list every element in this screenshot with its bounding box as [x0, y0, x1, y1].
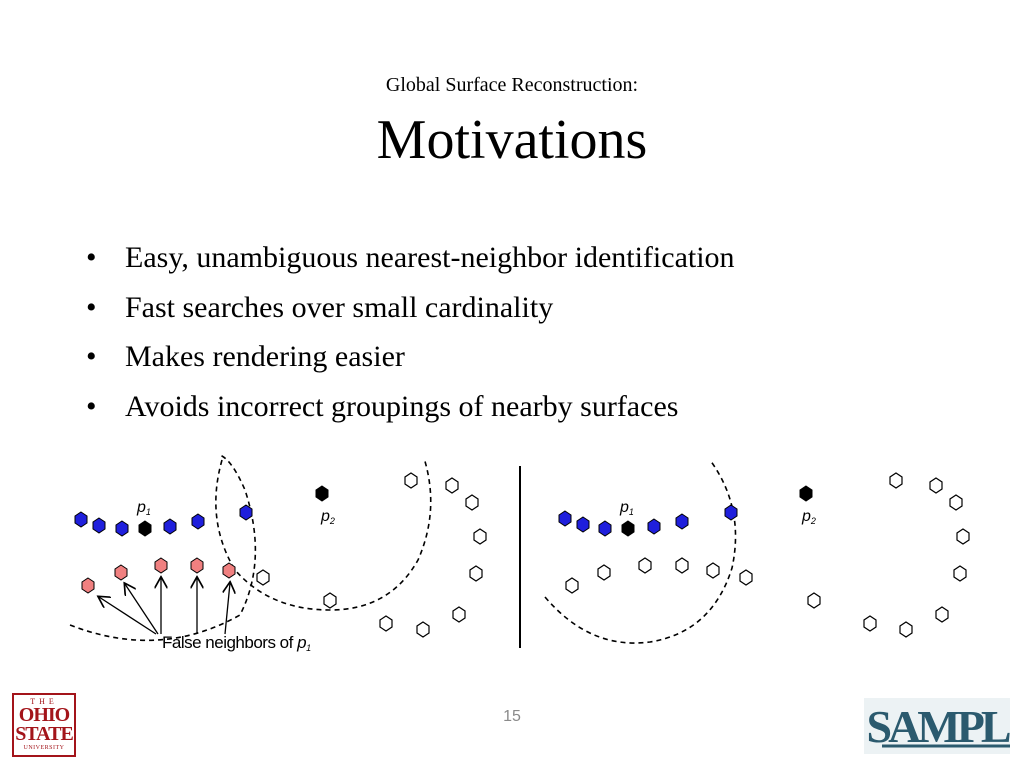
bullet-text: Easy, unambiguous nearest-neighbor ident… — [125, 241, 735, 274]
hollow-point — [953, 565, 967, 582]
bullet-marker: • — [86, 241, 97, 274]
osu-logo-ohio: OHIO — [18, 704, 70, 726]
hollow-point — [445, 477, 459, 494]
hollow-point — [935, 606, 949, 623]
bullet-item: • Makes rendering easier — [86, 335, 735, 385]
hollow-point — [638, 557, 652, 574]
blue-point — [191, 513, 205, 530]
bullet-marker: • — [86, 340, 97, 373]
hollow-point — [675, 557, 689, 574]
hollow-point — [956, 528, 970, 545]
arrow — [99, 597, 157, 635]
hollow-point — [929, 477, 943, 494]
hollow-point — [889, 472, 903, 489]
hollow-point — [949, 494, 963, 511]
p1-label: p1 — [136, 499, 151, 517]
hollow-point — [452, 606, 466, 623]
bullet-text: Fast searches over small cardinality — [125, 290, 554, 324]
right-panel: p1 p2 — [544, 459, 970, 644]
right-neighborhood-arc — [544, 459, 737, 644]
hollow-point — [465, 494, 479, 511]
p2-label: p2 — [320, 508, 335, 526]
pink-point — [154, 557, 168, 574]
osu-logo-state: STATE — [15, 723, 74, 745]
slide-title: Motivations — [376, 109, 648, 171]
blue-point — [74, 511, 88, 528]
blue-point — [558, 510, 572, 527]
bullet-list: • Easy, unambiguous nearest-neighbor iden… — [86, 236, 735, 434]
blue-point — [163, 518, 177, 535]
hollow-point — [706, 562, 720, 579]
sampl-logo: SAMPL — [864, 698, 1012, 754]
hollow-point — [256, 569, 270, 586]
bullet-item: • Fast searches over small cardinality — [86, 286, 735, 336]
hollow-point — [597, 564, 611, 581]
bullet-marker: • — [86, 389, 97, 423]
arrow — [225, 583, 230, 635]
pink-point-group — [81, 557, 236, 594]
hollow-point — [565, 577, 579, 594]
p2-point — [799, 485, 813, 502]
page-number: 15 — [503, 708, 521, 725]
blue-point — [647, 518, 661, 535]
p1-label: p1 — [619, 499, 634, 517]
left-panel: p1 p2 False neighbors of p1 — [69, 454, 487, 653]
arrow — [125, 584, 159, 635]
blue-point — [724, 504, 738, 521]
hollow-point-group — [565, 472, 970, 638]
blue-point-group — [74, 504, 253, 537]
osu-logo-the: THE — [30, 697, 58, 706]
hollow-point — [416, 621, 430, 638]
false-neighbor-arrows — [99, 578, 230, 635]
blue-point — [115, 520, 129, 537]
pink-point — [114, 564, 128, 581]
bullet-text: Avoids incorrect groupings of nearby sur… — [125, 389, 679, 423]
hollow-point — [379, 615, 393, 632]
left-search-arc — [215, 457, 432, 611]
blue-point — [92, 517, 106, 534]
blue-point — [598, 520, 612, 537]
blue-point — [675, 513, 689, 530]
bullet-text: Makes rendering easier — [125, 340, 405, 373]
hollow-point-group — [256, 472, 487, 638]
ohio-state-logo: THE OHIO STATE UNIVERSITY — [12, 693, 76, 757]
pink-point — [222, 562, 236, 579]
false-neighbors-caption: False neighbors of p1 — [162, 633, 311, 653]
sampl-logo-text: SAMPL — [867, 701, 1010, 752]
hollow-point — [899, 621, 913, 638]
p2-label: p2 — [801, 508, 816, 526]
pink-point — [81, 577, 95, 594]
p1-point — [138, 520, 152, 537]
hollow-point — [807, 592, 821, 609]
slide-subtitle: Global Surface Reconstruction: — [385, 74, 639, 96]
bullet-item: • Avoids incorrect groupings of nearby su… — [86, 385, 735, 435]
blue-point-group — [558, 504, 738, 537]
neighbor-diagram: p1 p2 False neighbors of p1 — [69, 454, 970, 653]
hollow-point — [739, 569, 753, 586]
hollow-point — [469, 565, 483, 582]
p1-point — [621, 520, 635, 537]
left-neighborhood-arc — [69, 454, 257, 642]
p2-point — [315, 485, 329, 502]
bullet-marker: • — [86, 290, 97, 324]
hollow-point — [863, 615, 877, 632]
blue-point — [576, 516, 590, 533]
bullet-item: • Easy, unambiguous nearest-neighbor iden… — [86, 236, 735, 286]
hollow-point — [323, 592, 337, 609]
hollow-point — [473, 528, 487, 545]
pink-point — [190, 557, 204, 574]
blue-point — [239, 504, 253, 521]
hollow-point — [404, 472, 418, 489]
osu-logo-university: UNIVERSITY — [23, 745, 65, 751]
